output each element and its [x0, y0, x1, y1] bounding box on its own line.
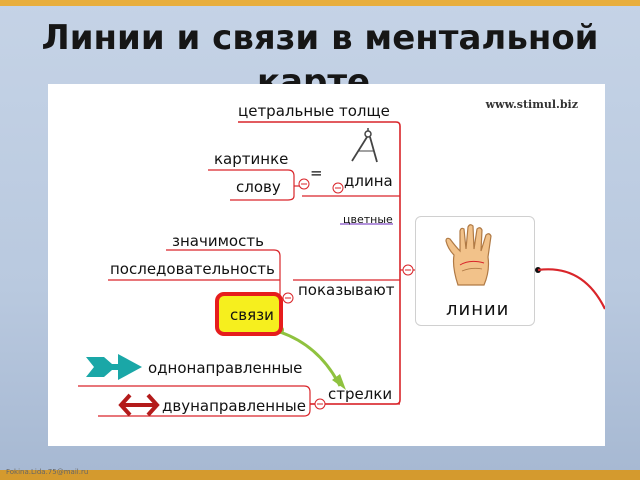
- node-length: длина: [344, 172, 393, 190]
- node-word: слову: [236, 178, 281, 196]
- top-frame-border: [0, 0, 640, 6]
- node-arrows: стрелки: [328, 385, 393, 403]
- palm-icon: [445, 224, 492, 286]
- node-thick: цетральные толще: [238, 102, 390, 120]
- node-links: связи: [230, 306, 274, 324]
- node-sequence: последовательность: [110, 260, 275, 278]
- node-importance: значимость: [172, 232, 264, 250]
- two-way-arrow-icon: [118, 393, 160, 417]
- central-topic-card: линии: [415, 216, 535, 326]
- node-picture: картинке: [214, 150, 289, 168]
- footer-email: Fokina.Lida.75@mail.ru: [6, 468, 89, 476]
- slide-title: Линии и связи в ментальной карте.: [41, 18, 599, 102]
- node-colored: цветные: [343, 213, 393, 226]
- node-equals: =: [310, 164, 323, 182]
- website-label: www.stimul.biz: [485, 98, 578, 111]
- node-twoway: двунаправленные: [162, 397, 306, 415]
- links-highlight-box: [215, 292, 283, 336]
- central-topic-label: линии: [446, 299, 510, 320]
- node-oneway: однонаправленные: [148, 359, 303, 377]
- bottom-frame-border: [0, 470, 640, 480]
- mindmap-panel: www.stimul.biz цетральные толще картинке…: [48, 84, 605, 446]
- one-way-arrow-icon: [86, 354, 142, 380]
- compass-icon: [351, 128, 378, 163]
- node-show: показывают: [298, 281, 395, 299]
